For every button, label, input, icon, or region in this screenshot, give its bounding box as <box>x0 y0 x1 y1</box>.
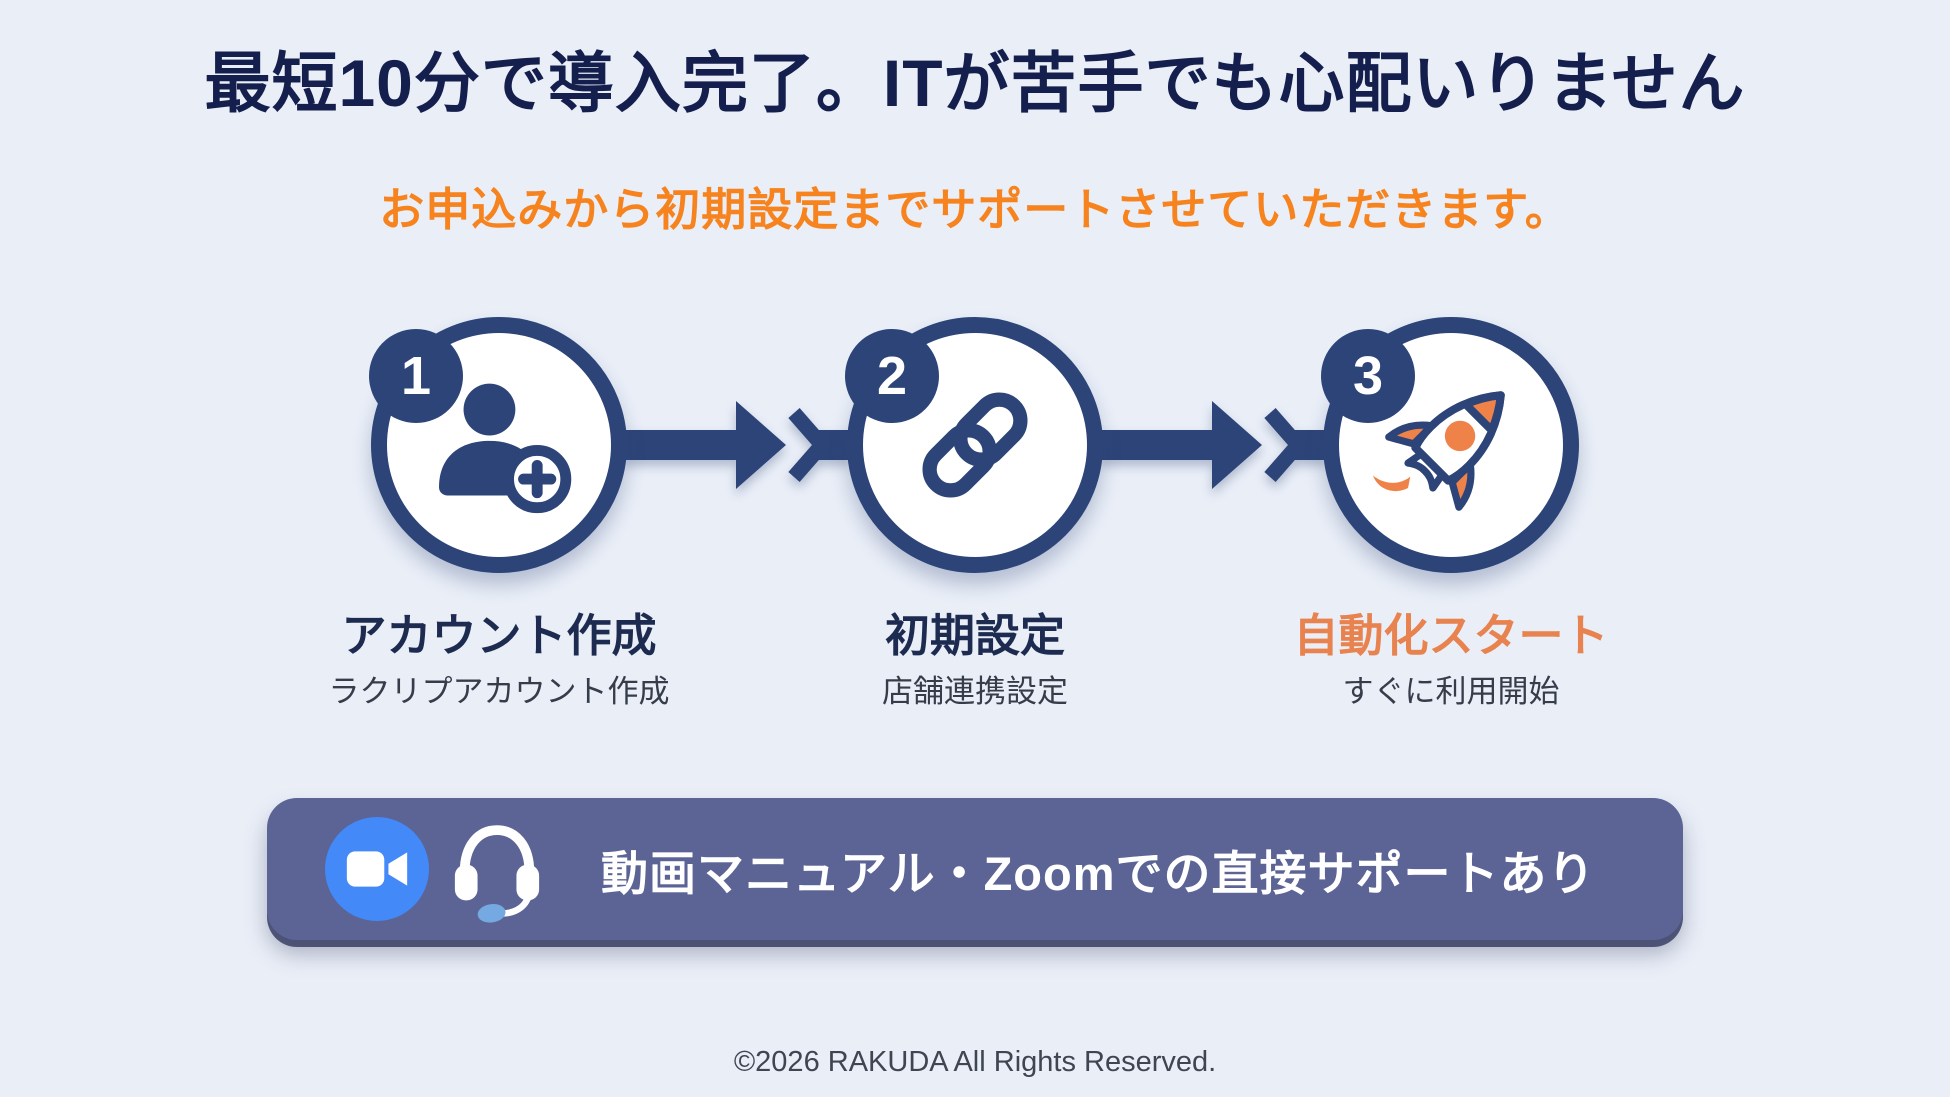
step-circle: 2 <box>845 317 1103 574</box>
link-icon <box>922 392 1028 498</box>
step-circle: 1 <box>369 317 627 574</box>
copyright-text: ©2026 RAKUDA All Rights Reserved. <box>733 1046 1217 1079</box>
step-description: ラクリプアカウント作成 <box>328 674 670 710</box>
step-number-badge: 1 <box>369 329 463 424</box>
rocket-icon <box>1372 391 1505 512</box>
step-title: 自動化スタート <box>1293 610 1609 662</box>
step-description: 店舗連携設定 <box>882 674 1068 710</box>
arrow-right-icon <box>624 401 850 490</box>
step-title: アカウント作成 <box>341 610 657 662</box>
step-number-badge: 3 <box>1321 329 1415 424</box>
user-add-icon <box>439 383 572 514</box>
step-account-creation: 1 アカウント作成 ラクリプアカウント作成 <box>329 317 670 710</box>
step-initial-setup: 2 初期設定 店舗連携設定 <box>840 317 1110 710</box>
headset-icon <box>454 825 540 923</box>
support-banner: 動画マニュアル・Zoomでの直接サポートあり <box>267 798 1683 941</box>
page-subtitle: お申込みから初期設定までサポートさせていただきます。 <box>379 184 1571 236</box>
support-banner-text: 動画マニュアル・Zoomでの直接サポートあり <box>601 846 1596 900</box>
step-circle: 3 <box>1321 317 1579 574</box>
arrow-right-icon <box>1100 401 1326 490</box>
step-number-badge: 2 <box>845 329 939 424</box>
page-title: 最短10分で導入完了。ITが苦手でも心配いりません <box>204 46 1746 120</box>
step-automation-start: 3 自動化スタート すぐに利用開始 <box>1294 317 1609 710</box>
process-steps: 1 アカウント作成 ラクリプアカウント作成 2 初期設定 <box>0 317 1950 710</box>
step-description: すぐに利用開始 <box>1342 674 1560 710</box>
zoom-video-icon <box>325 817 429 922</box>
step-title: 初期設定 <box>884 610 1065 662</box>
